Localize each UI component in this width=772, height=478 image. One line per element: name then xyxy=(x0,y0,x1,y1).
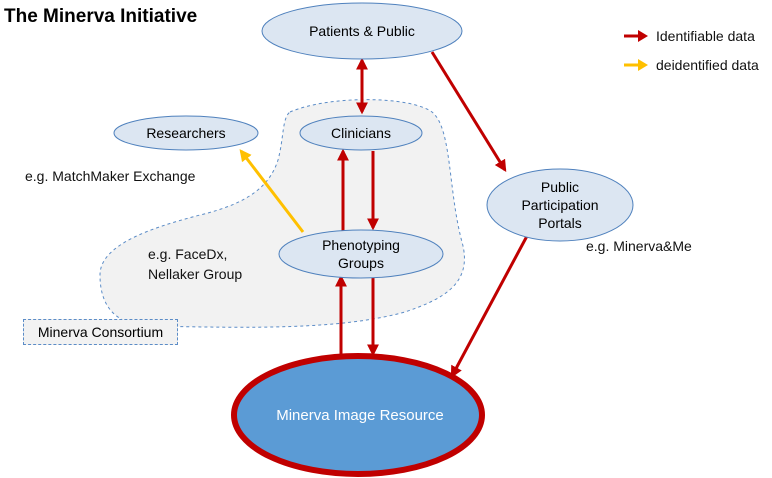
node-phenotyping xyxy=(278,229,444,279)
note-facedx: e.g. FaceDx, xyxy=(148,246,228,262)
red-arrow-icon xyxy=(624,30,648,42)
legend-deidentified-label: deidentified data xyxy=(656,57,759,73)
node-resource-label: Minerva Image Resource xyxy=(276,406,444,424)
yellow-arrow-icon xyxy=(624,59,648,71)
node-patients-label: Patients & Public xyxy=(309,23,415,39)
node-phenotyping-label: Phenotyping Groups xyxy=(322,237,400,271)
legend-deidentified: deidentified data xyxy=(622,57,759,73)
note-nellaker: Nellaker Group xyxy=(148,266,243,282)
node-portals xyxy=(486,168,634,242)
node-patients xyxy=(261,2,463,60)
node-researchers xyxy=(113,115,259,151)
node-researchers-label: Researchers xyxy=(146,125,226,141)
legend-identifiable: Identifiable data xyxy=(622,28,755,44)
consortium-label: Minerva Consortium xyxy=(23,319,178,345)
node-portals-label: Public Participation Portals xyxy=(521,179,599,231)
note-minervame: e.g. Minerva&Me xyxy=(586,238,692,254)
node-clinicians-label: Clinicians xyxy=(331,125,391,141)
legend-identifiable-label: Identifiable data xyxy=(656,28,755,44)
arrow-patients-to-portals xyxy=(430,51,507,173)
note-matchmaker: e.g. MatchMaker Exchange xyxy=(25,168,196,184)
node-resource xyxy=(231,353,485,477)
node-clinicians xyxy=(299,115,423,151)
arrow-phenotyping-to-researchers xyxy=(239,149,305,233)
arrow-portals-to-resource xyxy=(450,235,529,379)
diagram-title: The Minerva Initiative xyxy=(4,6,198,27)
